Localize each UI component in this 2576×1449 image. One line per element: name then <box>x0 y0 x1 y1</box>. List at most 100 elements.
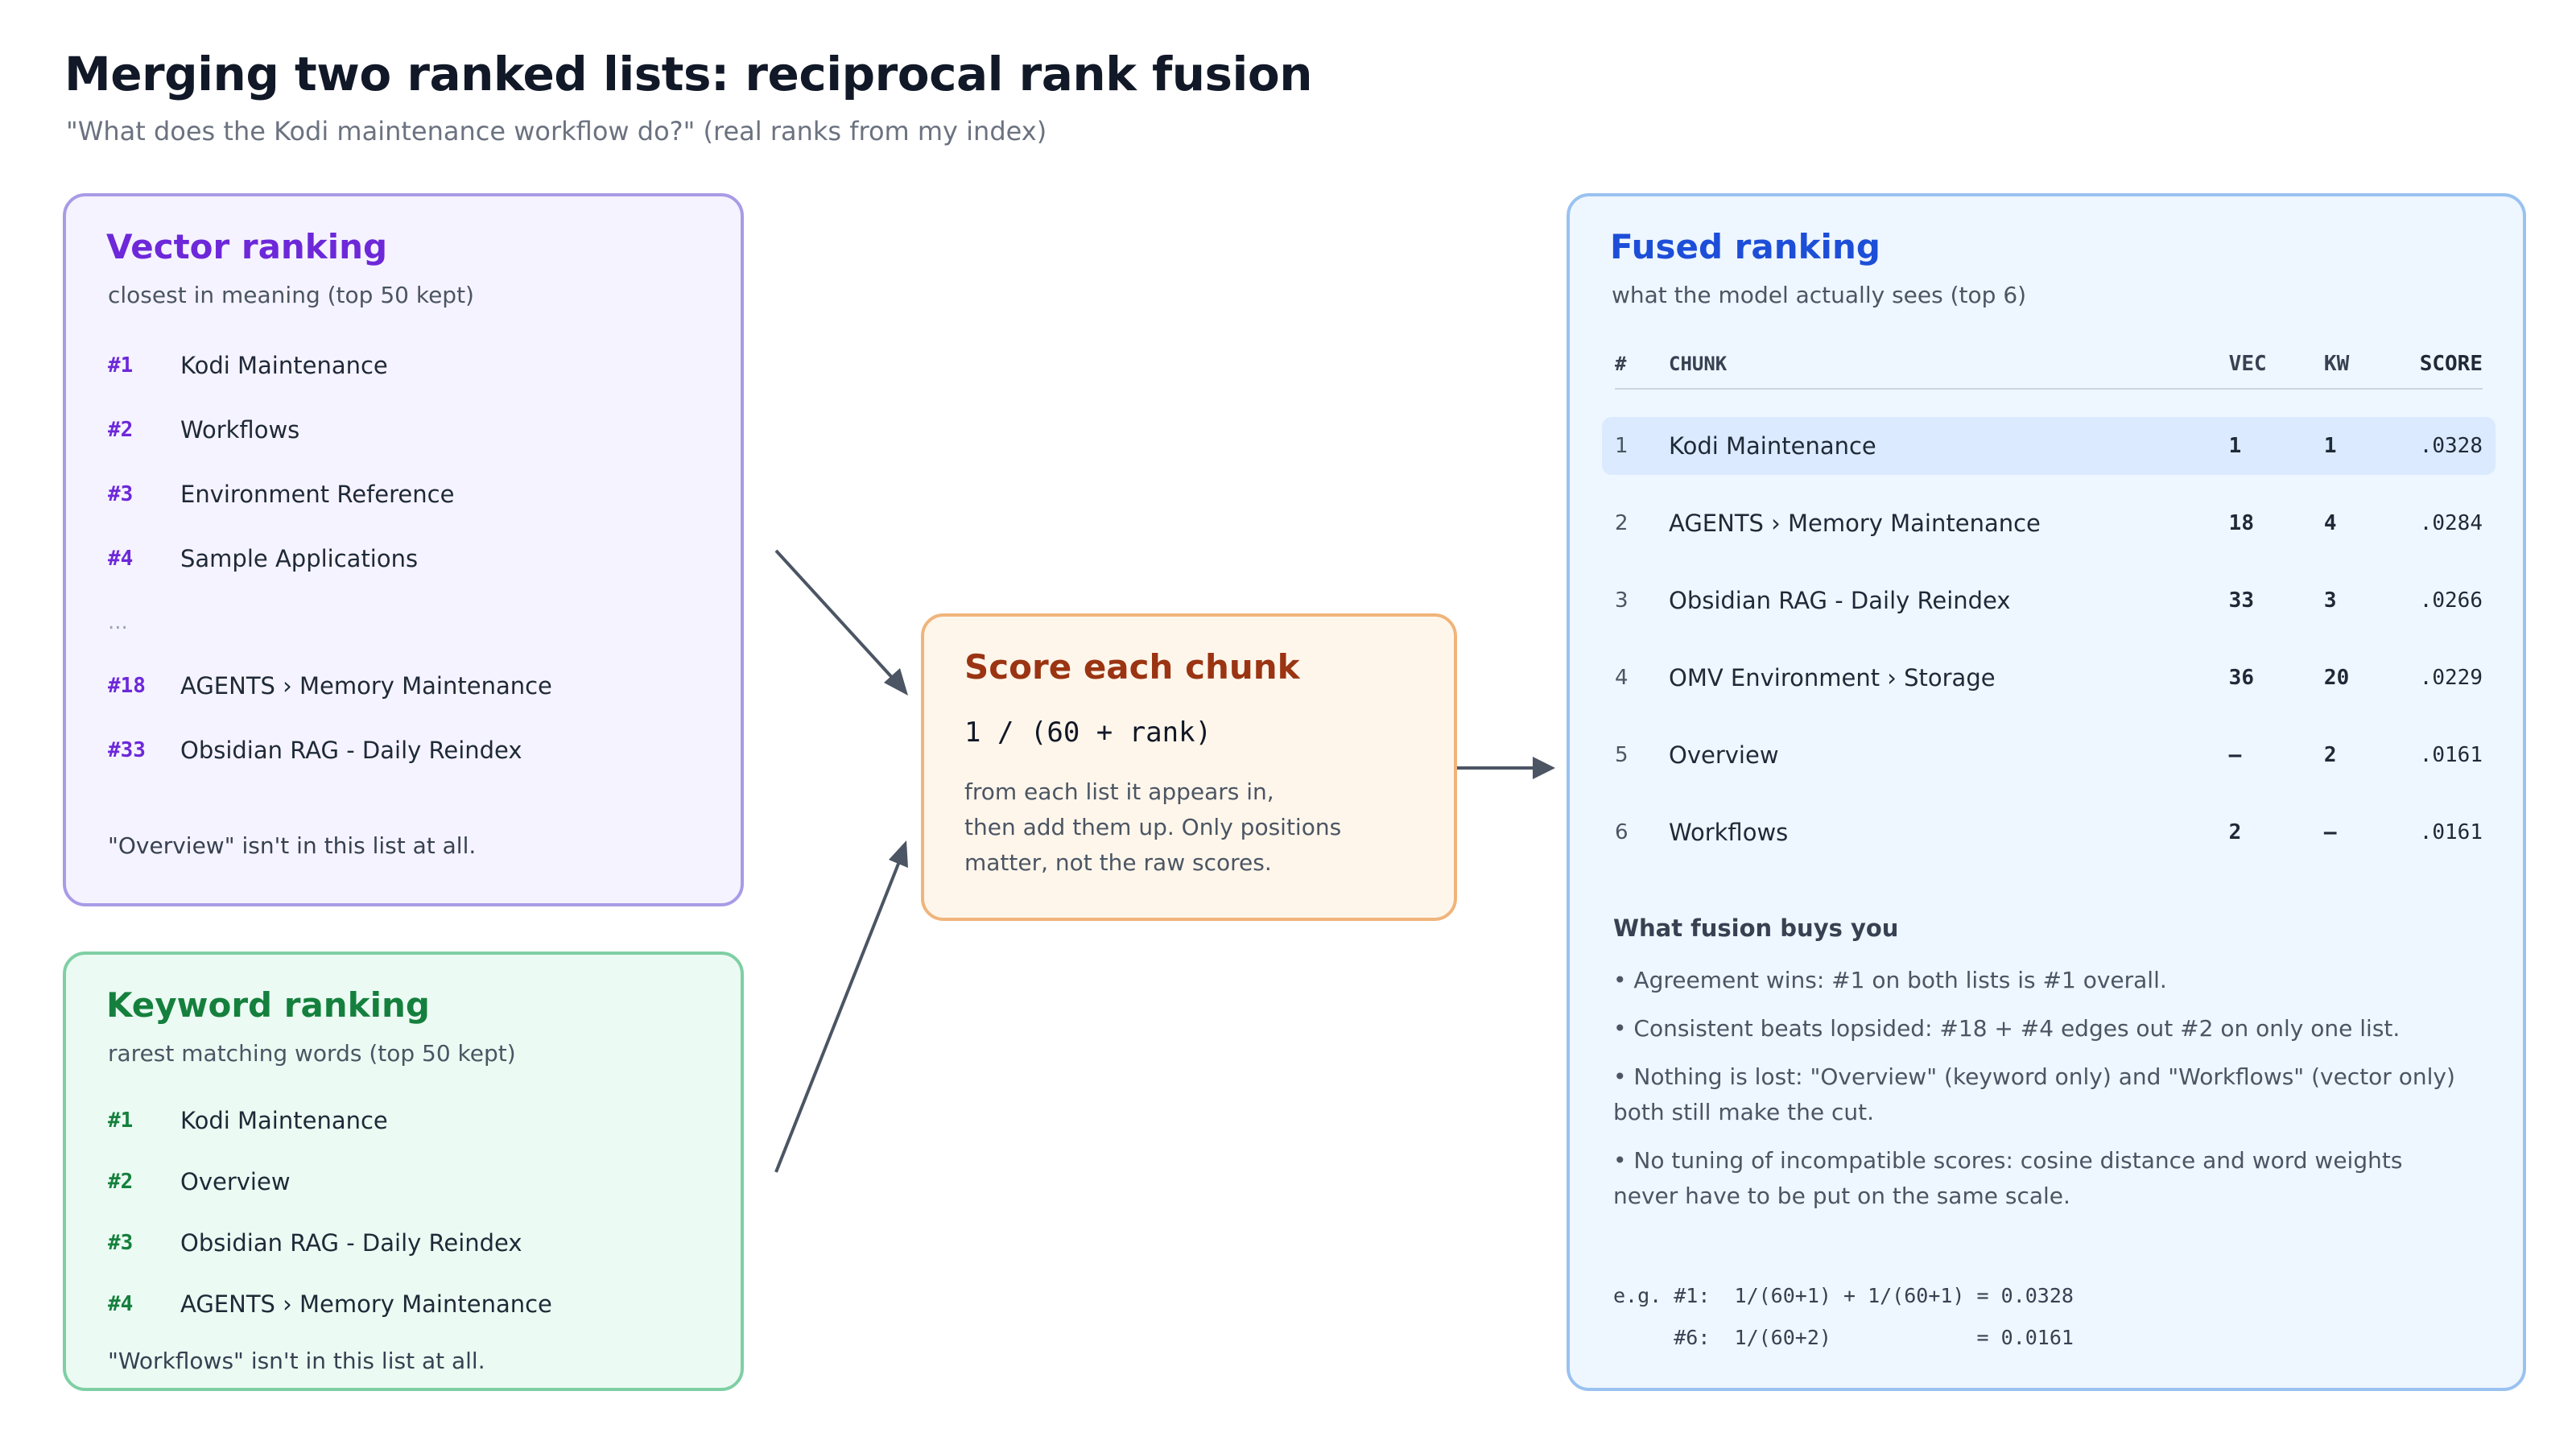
arrowhead-icon <box>884 668 908 696</box>
cell-kw: 2 <box>2323 743 2337 767</box>
example-line: #6: 1/(60+2) = 0.0161 <box>1613 1326 2074 1349</box>
table-header: # CHUNK VEC KW SCORE <box>1615 340 2483 390</box>
cell-index: 4 <box>1615 666 1629 690</box>
fusion-benefit: • Agreement wins: #1 on both lists is #1… <box>1613 967 2167 993</box>
rank-number: #1 <box>108 1108 134 1133</box>
list-item: #3 Environment Reference <box>108 462 708 526</box>
score-description-line: then add them up. Only positions <box>964 814 1342 840</box>
vector-note: "Overview" isn't in this list at all. <box>108 832 477 859</box>
table-row: 4 OMV Environment › Storage 36 20 .0229 <box>1602 649 2496 707</box>
cell-kw: 3 <box>2323 588 2337 613</box>
score-title: Score each chunk <box>964 647 1300 687</box>
rank-number: #1 <box>108 353 134 378</box>
column-header-score: SCORE <box>2419 352 2483 376</box>
arrow-vector-to-score <box>774 549 908 696</box>
list-item: #1 Kodi Maintenance <box>108 333 708 398</box>
cell-index: 6 <box>1615 820 1629 844</box>
cell-vec: 2 <box>2228 820 2242 844</box>
column-header-kw: KW <box>2323 352 2350 376</box>
table-row: 5 Overview – 2 .0161 <box>1602 726 2496 784</box>
cell-vec: 1 <box>2228 434 2242 458</box>
cell-chunk: AGENTS › Memory Maintenance <box>1669 510 2041 537</box>
score-panel: Score each chunk 1 / (60 + rank) from ea… <box>921 613 1457 921</box>
cell-chunk: Kodi Maintenance <box>1669 432 1876 460</box>
keyword-rank-list: #1 Kodi Maintenance #2 Overview #3 Obsid… <box>108 1090 708 1335</box>
cell-kw: – <box>2323 820 2337 844</box>
rank-label: Kodi Maintenance <box>180 1107 388 1134</box>
cell-index: 1 <box>1615 434 1629 458</box>
rank-label: Environment Reference <box>180 481 455 508</box>
rank-number: #4 <box>108 547 134 571</box>
example-line: e.g. #1: 1/(60+1) + 1/(60+1) = 0.0328 <box>1613 1284 2074 1307</box>
vector-ranking-title: Vector ranking <box>106 227 388 266</box>
rrf-formula: 1 / (60 + rank) <box>964 716 1212 749</box>
list-item: #3 Obsidian RAG - Daily Reindex <box>108 1212 708 1274</box>
vector-rank-list: #1 Kodi Maintenance #2 Workflows #3 Envi… <box>108 333 708 782</box>
fusion-benefits-title: What fusion buys you <box>1613 914 1899 942</box>
rank-label: Obsidian RAG - Daily Reindex <box>180 737 522 764</box>
score-description-line: matter, not the raw scores. <box>964 849 1272 876</box>
cell-vec: 36 <box>2228 666 2254 690</box>
cell-vec: 33 <box>2228 588 2254 613</box>
list-ellipsis: ... <box>108 610 128 634</box>
rank-label: AGENTS › Memory Maintenance <box>180 672 552 700</box>
table-row: 3 Obsidian RAG - Daily Reindex 33 3 .026… <box>1602 572 2496 630</box>
arrow-score-to-fused <box>1457 757 1555 779</box>
rank-number: #3 <box>108 1231 134 1255</box>
worked-example: e.g. #1: 1/(60+1) + 1/(60+1) = 0.0328 #6… <box>1613 1275 2074 1359</box>
cell-vec: – <box>2228 743 2242 767</box>
cell-chunk: Overview <box>1669 741 1779 769</box>
fused-ranking-subtitle: what the model actually sees (top 6) <box>1612 282 2027 308</box>
cell-score: .0161 <box>2419 743 2483 767</box>
table-row: 2 AGENTS › Memory Maintenance 18 4 .0284 <box>1602 494 2496 552</box>
rank-number: #18 <box>108 674 146 698</box>
cell-score: .0328 <box>2419 434 2483 458</box>
list-item: #4 AGENTS › Memory Maintenance <box>108 1274 708 1335</box>
fusion-benefit: • Nothing is lost: "Overview" (keyword o… <box>1613 1063 2455 1125</box>
arrowhead-icon <box>1533 757 1555 779</box>
cell-index: 5 <box>1615 743 1629 767</box>
cell-score: .0284 <box>2419 511 2483 535</box>
arrowhead-icon <box>889 840 908 868</box>
keyword-note: "Workflows" isn't in this list at all. <box>108 1348 485 1374</box>
column-header-chunk: CHUNK <box>1669 353 1728 375</box>
cell-score: .0229 <box>2419 666 2483 690</box>
table-row: 1 Kodi Maintenance 1 1 .0328 <box>1602 417 2496 475</box>
rank-label: Overview <box>180 1168 291 1195</box>
rank-number: #2 <box>108 418 134 442</box>
cell-vec: 18 <box>2228 511 2254 535</box>
table-row: 6 Workflows 2 – .0161 <box>1602 803 2496 861</box>
keyword-ranking-subtitle: rarest matching words (top 50 kept) <box>108 1040 516 1067</box>
cell-score: .0266 <box>2419 588 2483 613</box>
rank-label: Kodi Maintenance <box>180 352 388 379</box>
score-description-line: from each list it appears in, <box>964 778 1274 805</box>
cell-kw: 1 <box>2323 434 2337 458</box>
rank-number: #2 <box>108 1170 134 1194</box>
list-item: #1 Kodi Maintenance <box>108 1090 708 1151</box>
list-item: #18 AGENTS › Memory Maintenance <box>108 654 708 718</box>
column-header-vec: VEC <box>2228 352 2267 376</box>
rank-label: Obsidian RAG - Daily Reindex <box>180 1229 522 1257</box>
keyword-ranking-title: Keyword ranking <box>106 985 430 1025</box>
arrow-keyword-to-score <box>774 840 908 1173</box>
rank-label: Sample Applications <box>180 545 419 572</box>
fused-table: # CHUNK VEC KW SCORE 1 Kodi Maintenance … <box>1602 340 2496 861</box>
page-title: Merging two ranked lists: reciprocal ran… <box>64 47 1313 101</box>
rank-number: #3 <box>108 482 134 506</box>
cell-chunk: Workflows <box>1669 819 1789 846</box>
cell-chunk: OMV Environment › Storage <box>1669 664 1996 691</box>
vector-ranking-subtitle: closest in meaning (top 50 kept) <box>108 282 474 308</box>
score-description: from each list it appears in, then add t… <box>964 774 1415 881</box>
cell-index: 3 <box>1615 588 1629 613</box>
page-subtitle: "What does the Kodi maintenance workflow… <box>66 116 1047 147</box>
fusion-benefit: • No tuning of incompatible scores: cosi… <box>1613 1147 2403 1209</box>
vector-ranking-panel: Vector ranking closest in meaning (top 5… <box>63 193 744 906</box>
rank-number: #4 <box>108 1292 134 1316</box>
cell-kw: 4 <box>2323 511 2337 535</box>
rank-label: Workflows <box>180 416 300 444</box>
rank-number: #33 <box>108 738 146 762</box>
fusion-benefits-list: • Agreement wins: #1 on both lists is #1… <box>1613 963 2467 1227</box>
list-item: #2 Workflows <box>108 398 708 462</box>
